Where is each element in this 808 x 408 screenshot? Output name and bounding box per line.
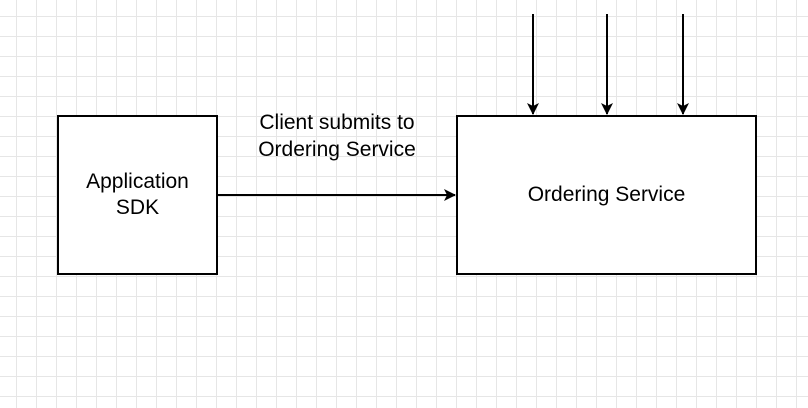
edge-label-client-submits: Client submits to Ordering Service	[258, 111, 416, 161]
application-sdk-label: Application SDK	[86, 169, 189, 219]
application-sdk-node[interactable]: Application SDK	[57, 115, 218, 275]
ordering-service-node[interactable]: Ordering Service	[456, 115, 757, 275]
ordering-service-label: Ordering Service	[527, 182, 686, 206]
